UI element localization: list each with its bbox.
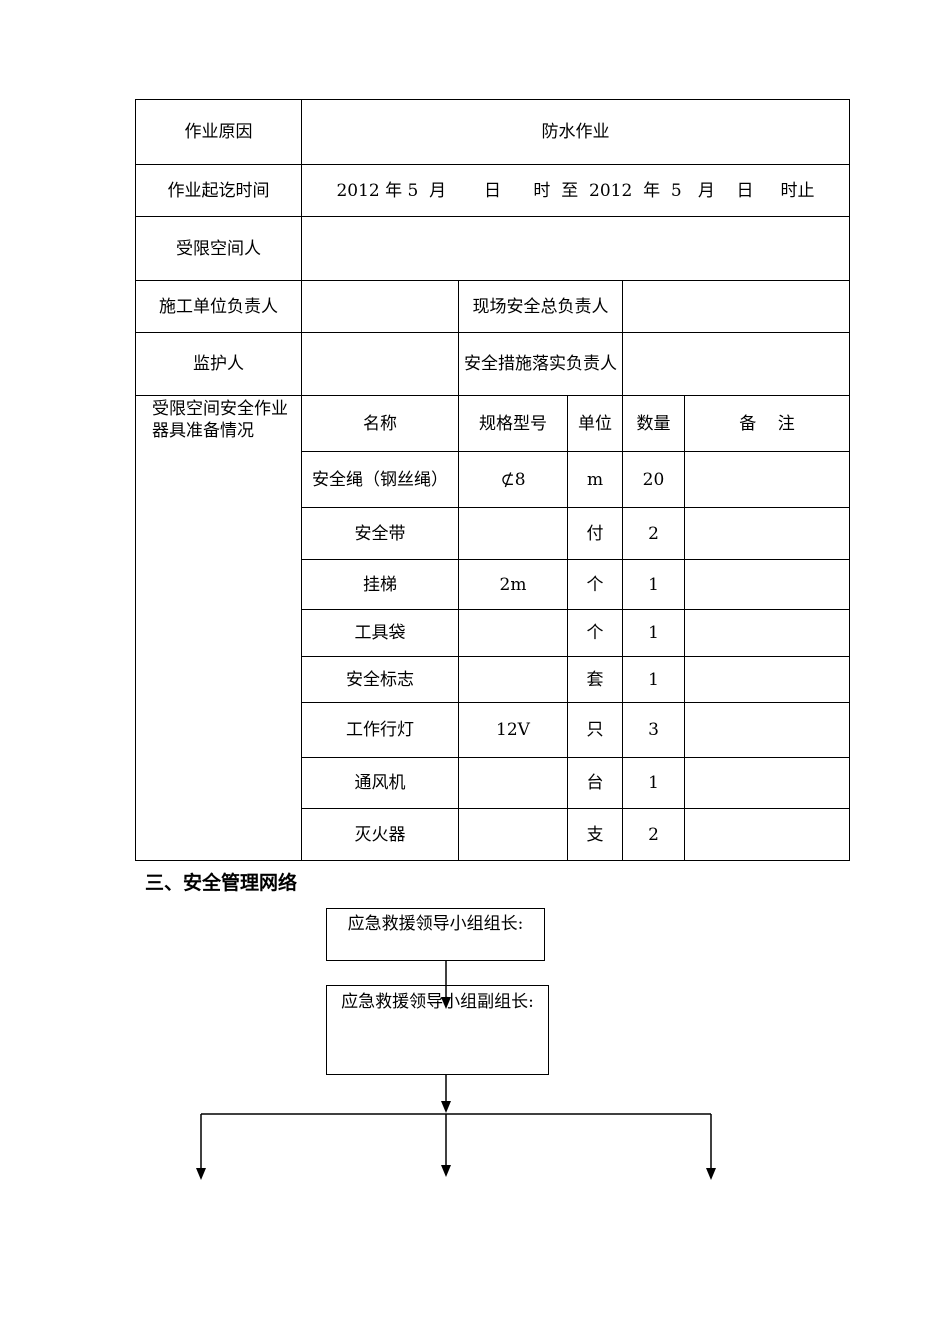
site-safety-label: 现场安全总负责人 bbox=[458, 280, 623, 333]
measures-label: 安全措施落实负责人 bbox=[458, 332, 623, 396]
equipment-name: 挂梯 bbox=[301, 559, 459, 610]
equipment-header-row: 受限空间安全作业器具准备情况 名称 规格型号 单位 数量 备 注 bbox=[135, 395, 851, 861]
equipment-label: 受限空间安全作业器具准备情况 bbox=[135, 395, 302, 861]
reason-value: 防水作业 bbox=[300, 99, 851, 165]
equipment-remark bbox=[683, 609, 851, 657]
reason-row: 作业原因 防水作业 bbox=[135, 99, 851, 165]
equipment-qty: 2 bbox=[622, 808, 685, 861]
person-row: 受限空间人 bbox=[135, 216, 851, 281]
measures-value bbox=[621, 332, 851, 396]
equipment-row: 安全带 付 2 bbox=[136, 507, 851, 560]
equipment-row: 灭火器 支 2 bbox=[136, 808, 851, 861]
equipment-unit: m bbox=[567, 451, 623, 508]
equipment-remark bbox=[683, 656, 851, 703]
equipment-spec: 2m bbox=[458, 559, 568, 610]
equipment-remark bbox=[683, 702, 851, 758]
equipment-unit: 套 bbox=[567, 656, 623, 703]
reason-label: 作业原因 bbox=[135, 99, 302, 165]
unit-head-row: 施工单位负责人 现场安全总负责人 bbox=[135, 280, 851, 333]
header-name: 名称 bbox=[301, 395, 459, 452]
equipment-qty: 1 bbox=[622, 609, 685, 657]
header-spec: 规格型号 bbox=[458, 395, 568, 452]
guardian-value bbox=[301, 332, 459, 396]
equipment-row: 挂梯 2m 个 1 bbox=[136, 559, 851, 610]
arrowhead-icon bbox=[441, 1165, 451, 1177]
equipment-spec bbox=[458, 609, 568, 657]
equipment-remark bbox=[683, 559, 851, 610]
equipment-name: 安全带 bbox=[301, 507, 459, 560]
guardian-label: 监护人 bbox=[135, 332, 302, 396]
guardian-row: 监护人 安全措施落实负责人 bbox=[135, 332, 851, 396]
equipment-spec: 12V bbox=[458, 702, 568, 758]
time-row: 作业起讫时间 2012 年 5 月 日 时 至 2012 年 5 月 日 时止 bbox=[135, 164, 851, 217]
arrowhead-icon bbox=[441, 1101, 451, 1113]
equipment-remark bbox=[683, 507, 851, 560]
equipment-qty: 3 bbox=[622, 702, 685, 758]
time-value: 2012 年 5 月 日 时 至 2012 年 5 月 日 时止 bbox=[300, 164, 851, 217]
equipment-qty: 1 bbox=[622, 656, 685, 703]
arrowhead-icon bbox=[196, 1168, 206, 1180]
equipment-name: 安全绳（钢丝绳） bbox=[301, 451, 459, 508]
unit-head-label: 施工单位负责人 bbox=[135, 280, 302, 333]
section-title: 三、安全管理网络 bbox=[145, 872, 298, 894]
equipment-unit: 个 bbox=[567, 609, 623, 657]
equipment-unit: 个 bbox=[567, 559, 623, 610]
person-label: 受限空间人 bbox=[135, 216, 302, 281]
equipment-remark bbox=[683, 757, 851, 809]
equipment-remark bbox=[683, 451, 851, 508]
equipment-spec bbox=[458, 808, 568, 861]
equipment-row: 工作行灯 12V 只 3 bbox=[136, 702, 851, 758]
equipment-spec bbox=[458, 507, 568, 560]
equipment-row: 工具袋 个 1 bbox=[136, 609, 851, 657]
arrowhead-icon bbox=[706, 1168, 716, 1180]
equipment-unit: 台 bbox=[567, 757, 623, 809]
equipment-name: 安全标志 bbox=[301, 656, 459, 703]
equipment-name: 工具袋 bbox=[301, 609, 459, 657]
equipment-qty: 2 bbox=[622, 507, 685, 560]
equipment-unit: 付 bbox=[567, 507, 623, 560]
person-value bbox=[300, 216, 851, 281]
equipment-row: 安全绳（钢丝绳） ⊄8 m 20 bbox=[136, 451, 851, 508]
equipment-qty: 1 bbox=[622, 757, 685, 809]
equipment-name: 通风机 bbox=[301, 757, 459, 809]
header-remark: 备 注 bbox=[683, 395, 851, 452]
deputy-leader-box: 应急救援领导小组副组长: bbox=[326, 985, 549, 1075]
header-qty: 数量 bbox=[622, 395, 685, 452]
header-unit: 单位 bbox=[567, 395, 623, 452]
equipment-spec bbox=[458, 757, 568, 809]
time-label: 作业起讫时间 bbox=[135, 164, 302, 217]
equipment-row: 通风机 台 1 bbox=[136, 757, 851, 809]
site-safety-value bbox=[621, 280, 851, 333]
leader-box: 应急救援领导小组组长: bbox=[326, 908, 545, 961]
permit-form-table: 作业原因 防水作业 作业起讫时间 2012 年 5 月 日 时 至 2012 年… bbox=[135, 99, 851, 861]
unit-head-value bbox=[301, 280, 459, 333]
equipment-name: 工作行灯 bbox=[301, 702, 459, 758]
equipment-remark bbox=[683, 808, 851, 861]
equipment-unit: 支 bbox=[567, 808, 623, 861]
equipment-unit: 只 bbox=[567, 702, 623, 758]
equipment-qty: 1 bbox=[622, 559, 685, 610]
equipment-qty: 20 bbox=[622, 451, 685, 508]
equipment-spec: ⊄8 bbox=[458, 451, 568, 508]
equipment-spec bbox=[458, 656, 568, 703]
equipment-name: 灭火器 bbox=[301, 808, 459, 861]
